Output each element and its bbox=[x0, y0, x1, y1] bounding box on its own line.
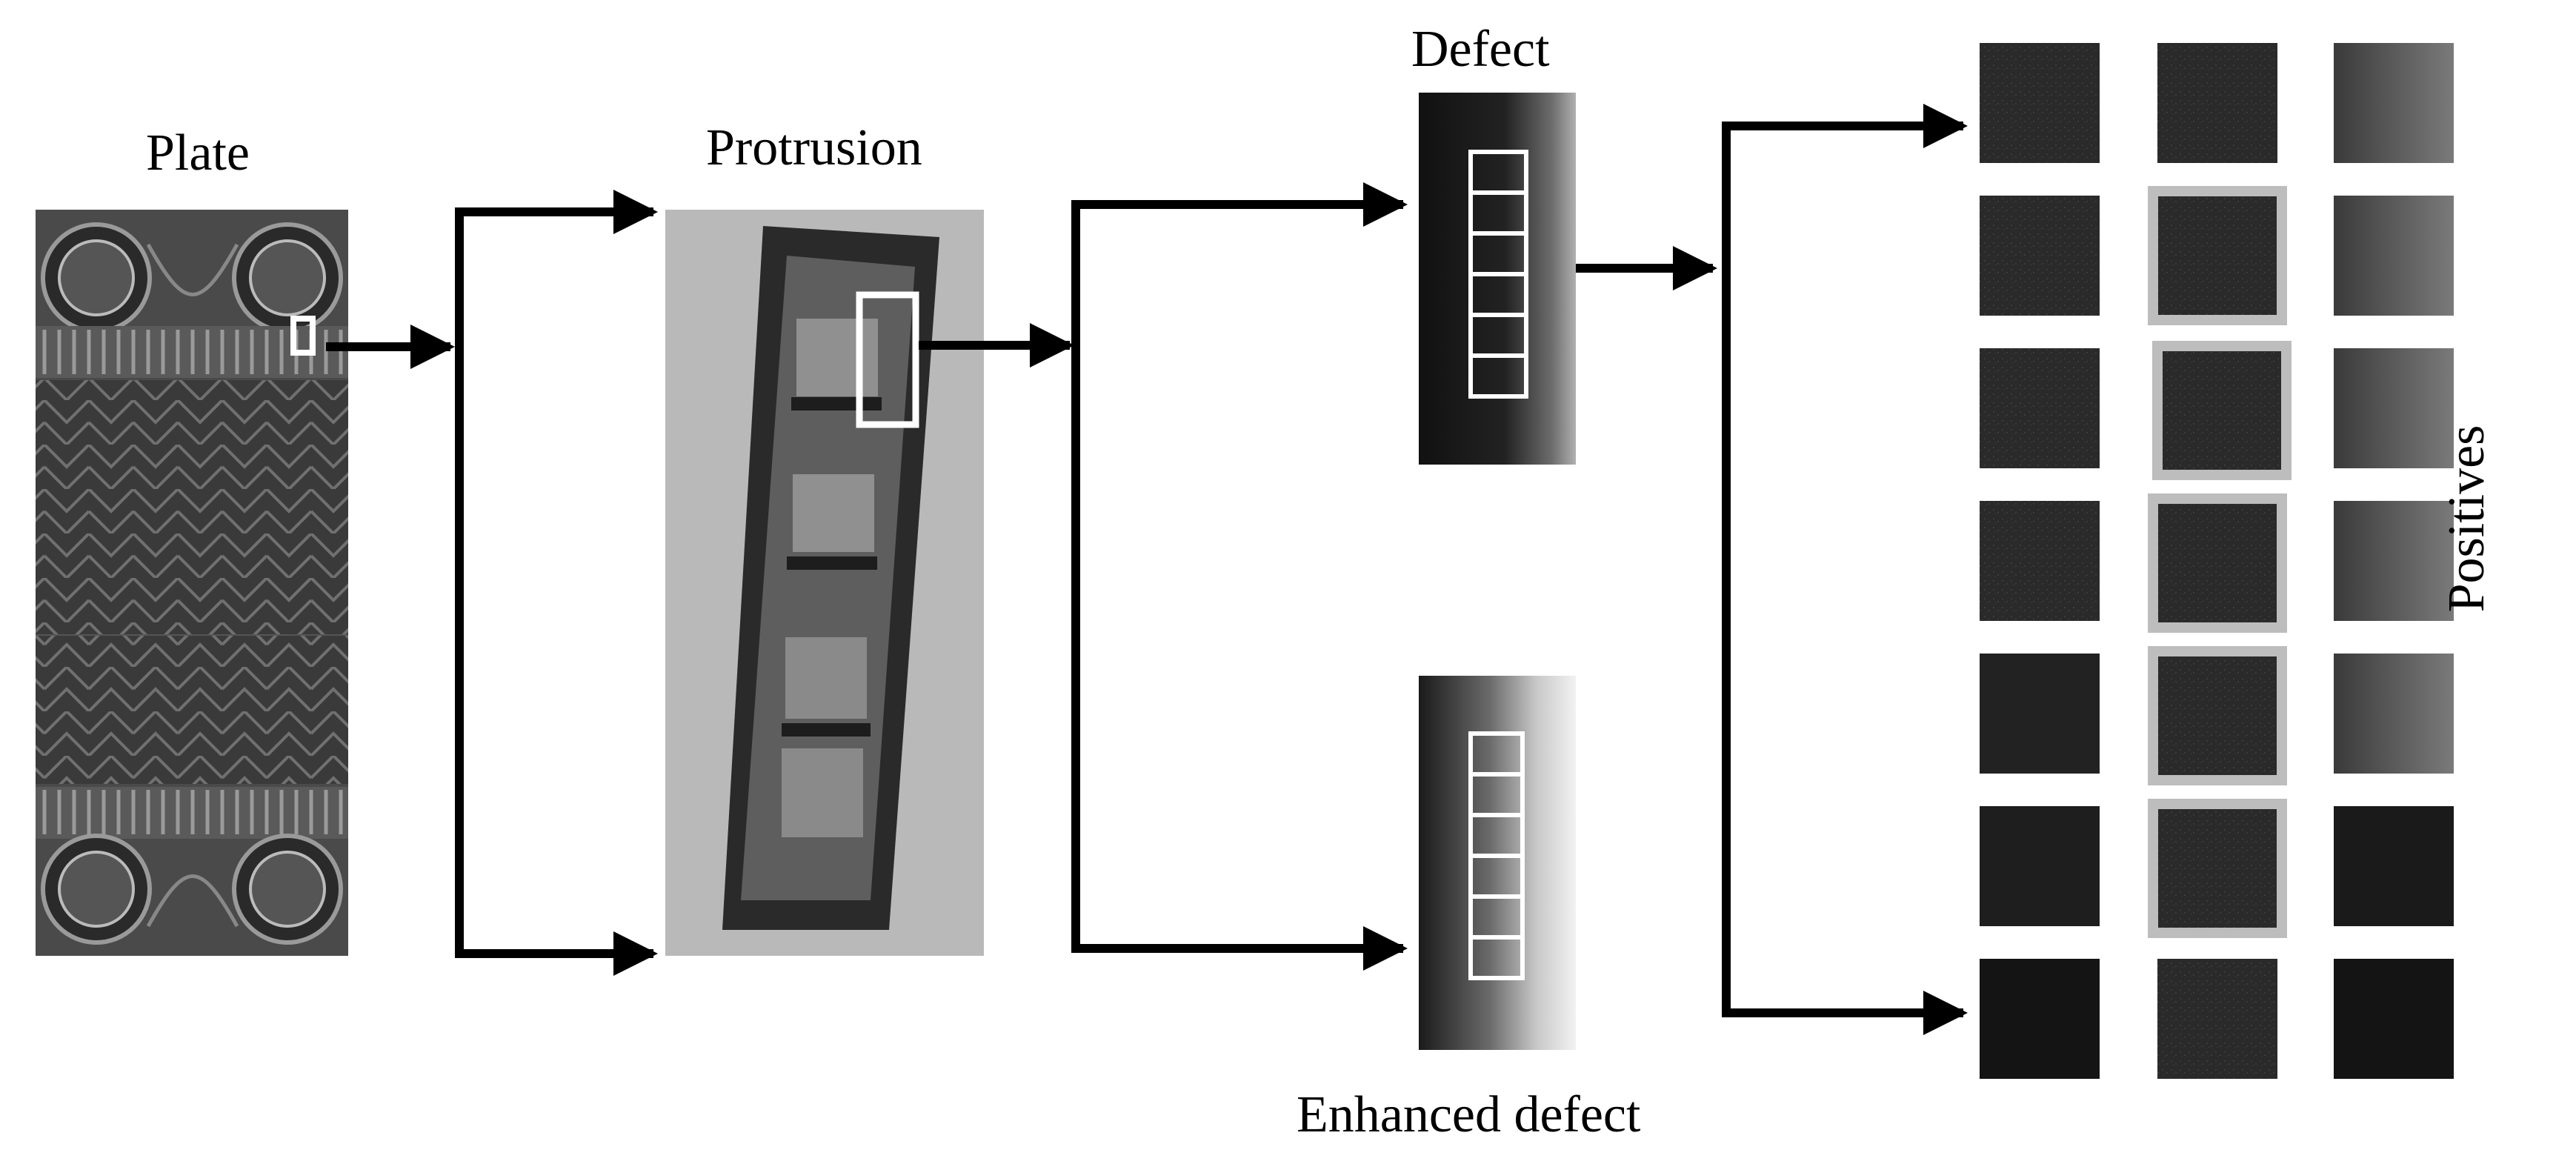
defect-image bbox=[1419, 93, 1576, 465]
defect-label: Defect bbox=[1411, 21, 1550, 78]
patch-grid bbox=[1980, 43, 2454, 1079]
plate-image bbox=[36, 210, 348, 956]
patch-tile bbox=[2334, 806, 2454, 926]
patch-tile bbox=[2334, 501, 2454, 621]
patch-tile bbox=[1980, 654, 2100, 774]
positives-label: Positives bbox=[2438, 425, 2495, 613]
arrows bbox=[326, 104, 1968, 1035]
patch-tile bbox=[2334, 348, 2454, 468]
patch-tile bbox=[2334, 43, 2454, 163]
patch-tile bbox=[1980, 806, 2100, 926]
positive-patch bbox=[2152, 341, 2292, 480]
plate-label: Plate bbox=[146, 124, 250, 182]
patch-tile bbox=[2157, 959, 2277, 1079]
defect-patch-boxes bbox=[1468, 150, 1528, 399]
patch-tile bbox=[2334, 196, 2454, 316]
protrusion-selection-box bbox=[856, 291, 919, 428]
protrusion-image bbox=[665, 210, 984, 956]
patch-tile bbox=[1980, 348, 2100, 468]
protrusion-label: Protrusion bbox=[706, 119, 922, 176]
positive-patch bbox=[2148, 646, 2287, 785]
patch-tile bbox=[1980, 501, 2100, 621]
positive-patch bbox=[2148, 186, 2287, 325]
patch-tile bbox=[1980, 43, 2100, 163]
patch-tile bbox=[1980, 959, 2100, 1079]
positive-patch bbox=[2148, 799, 2287, 938]
patch-tile bbox=[2334, 959, 2454, 1079]
patch-tile bbox=[2334, 654, 2454, 774]
positive-patch bbox=[2148, 493, 2287, 633]
enhanced-defect-label: Enhanced defect bbox=[1297, 1086, 1641, 1143]
plate-selection-box bbox=[290, 316, 316, 356]
enhanced-defect-image bbox=[1419, 676, 1576, 1050]
patch-tile bbox=[2157, 43, 2277, 163]
patch-tile bbox=[1980, 196, 2100, 316]
enhanced-patch-boxes bbox=[1468, 731, 1525, 980]
